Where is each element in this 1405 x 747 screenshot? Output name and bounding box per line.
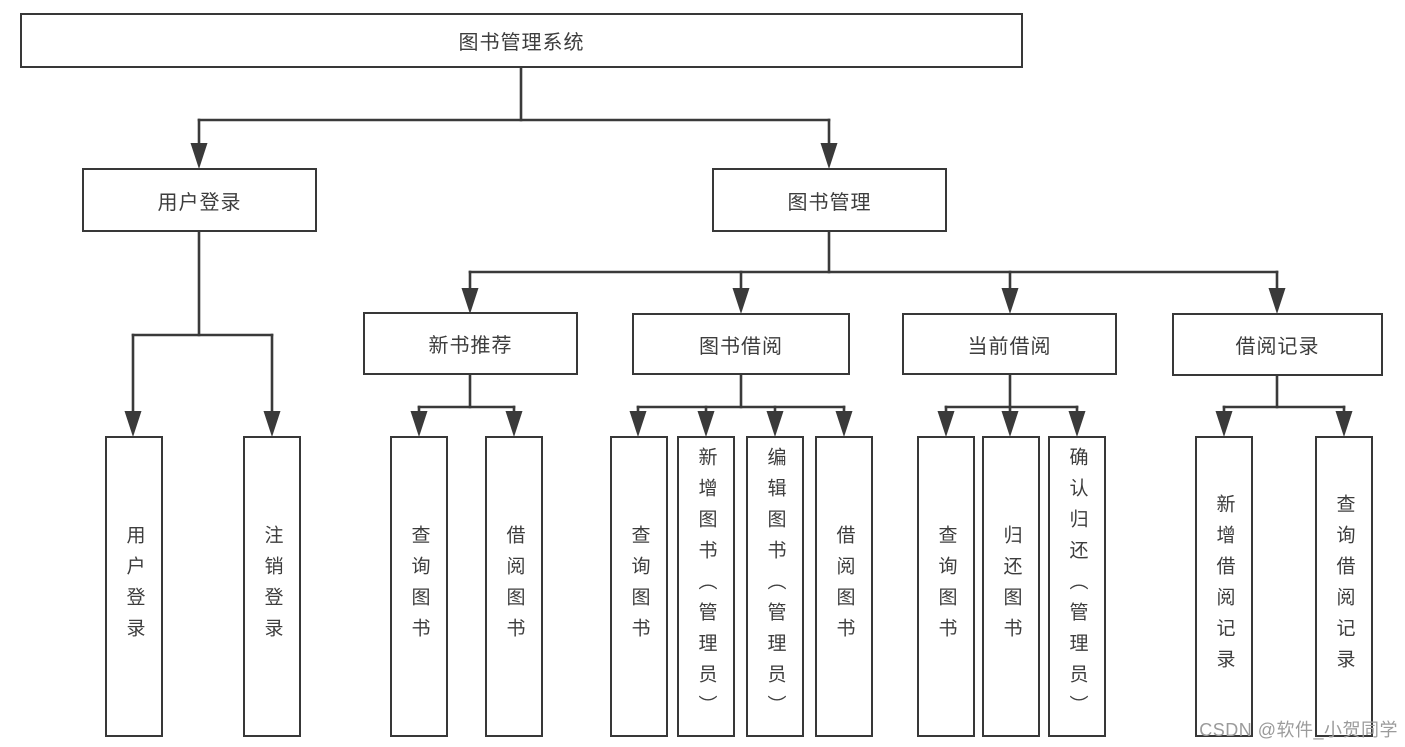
- node-library-system: 图书管理系统: [20, 13, 1023, 68]
- node-book-borrowing: 图书借阅: [632, 313, 850, 375]
- leaf-borrow-books: 借阅图书: [815, 436, 873, 737]
- leaf-edit-books-admin: 编辑图书（管理员）: [746, 436, 804, 737]
- node-book-management: 图书管理: [712, 168, 947, 232]
- leaf-add-books-admin: 新增图书（管理员）: [677, 436, 735, 737]
- leaf-search-borrow-record: 查询借阅记录: [1315, 436, 1373, 737]
- leaf-return-books: 归还图书: [982, 436, 1040, 737]
- watermark: CSDN @软件_小贺同学: [1199, 720, 1398, 740]
- node-user-login: 用户登录: [82, 168, 317, 232]
- leaf-borrow-books: 借阅图书: [485, 436, 543, 737]
- node-new-book-recommendation: 新书推荐: [363, 312, 578, 375]
- leaf-confirm-return-admin: 确认归还（管理员）: [1048, 436, 1106, 737]
- leaf-search-books: 查询图书: [610, 436, 668, 737]
- leaf-search-books: 查询图书: [917, 436, 975, 737]
- leaf-add-borrow-record: 新增借阅记录: [1195, 436, 1253, 737]
- node-borrowing-records: 借阅记录: [1172, 313, 1383, 376]
- leaf-logout: 注销登录: [243, 436, 301, 737]
- node-current-borrowing: 当前借阅: [902, 313, 1117, 375]
- leaf-user-login: 用户登录: [105, 436, 163, 737]
- leaf-search-books: 查询图书: [390, 436, 448, 737]
